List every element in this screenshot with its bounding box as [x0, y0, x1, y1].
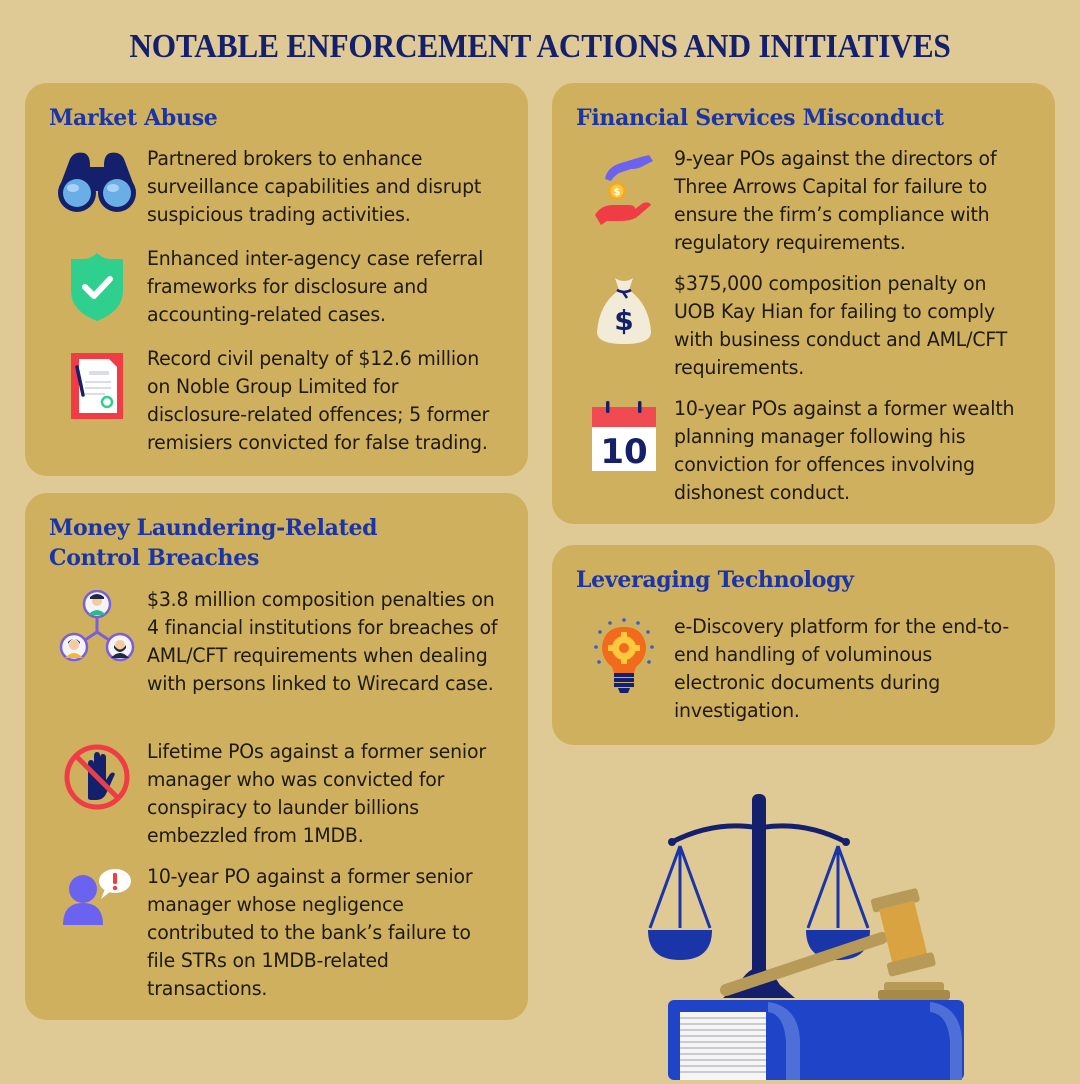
binoculars-icon [47, 151, 147, 213]
calendar-number: 10 [600, 432, 647, 472]
card-market-abuse: Market Abuse Partnered brokers to enhanc… [25, 83, 528, 476]
person-alert-icon [47, 867, 147, 927]
shield-check-icon [47, 251, 147, 323]
section-heading-technology: Leveraging Technology [576, 567, 854, 593]
item-text: 9-year POs against the directors of Thre… [674, 147, 997, 254]
item-text: e-Discovery platform for the end-to-end … [674, 615, 1010, 722]
item-text: Record civil penalty of $12.6 million on… [147, 347, 490, 454]
item-text: 10-year POs against a former wealth plan… [674, 397, 1015, 504]
item-text: $3.8 million composition penalties on 4 … [147, 588, 498, 695]
section-heading-financial-services: Financial Services Misconduct [576, 105, 944, 131]
item-text: Partnered brokers to enhance surveillanc… [147, 147, 482, 226]
heading-line-2: Control Breaches [49, 545, 260, 571]
card-money-laundering: Money Laundering-Related Control Breache… [25, 493, 528, 1020]
document-pen-icon [47, 351, 147, 421]
heading-line-1: Money Laundering-Related [49, 515, 378, 541]
prohibited-hand-icon [47, 742, 147, 812]
item-text: Lifetime POs against a former senior man… [147, 740, 486, 847]
page-title: NOTABLE ENFORCEMENT ACTIONS AND INITIATI… [129, 28, 951, 65]
scales-gavel-book-icon [620, 780, 980, 1080]
item-text: 10-year PO against a former senior manag… [147, 865, 473, 1000]
calendar-icon: 10 [574, 401, 674, 473]
card-financial-services-misconduct: Financial Services Misconduct $ 9-year P… [552, 83, 1055, 524]
svg-text:$: $ [614, 187, 621, 198]
card-leveraging-technology: Leveraging Technology [552, 545, 1055, 745]
svg-text:$: $ [614, 304, 633, 337]
lightbulb-gear-icon [574, 617, 674, 695]
section-heading-market-abuse: Market Abuse [49, 105, 218, 131]
item-text: Enhanced inter-agency case referral fram… [147, 247, 484, 326]
money-bag-icon: $ [574, 274, 674, 346]
hand-coin-icon: $ [574, 151, 674, 227]
section-heading-money-laundering: Money Laundering-Related Control Breache… [49, 513, 378, 573]
item-text: $375,000 composition penalty on UOB Kay … [674, 272, 1008, 379]
people-network-icon [47, 590, 147, 662]
